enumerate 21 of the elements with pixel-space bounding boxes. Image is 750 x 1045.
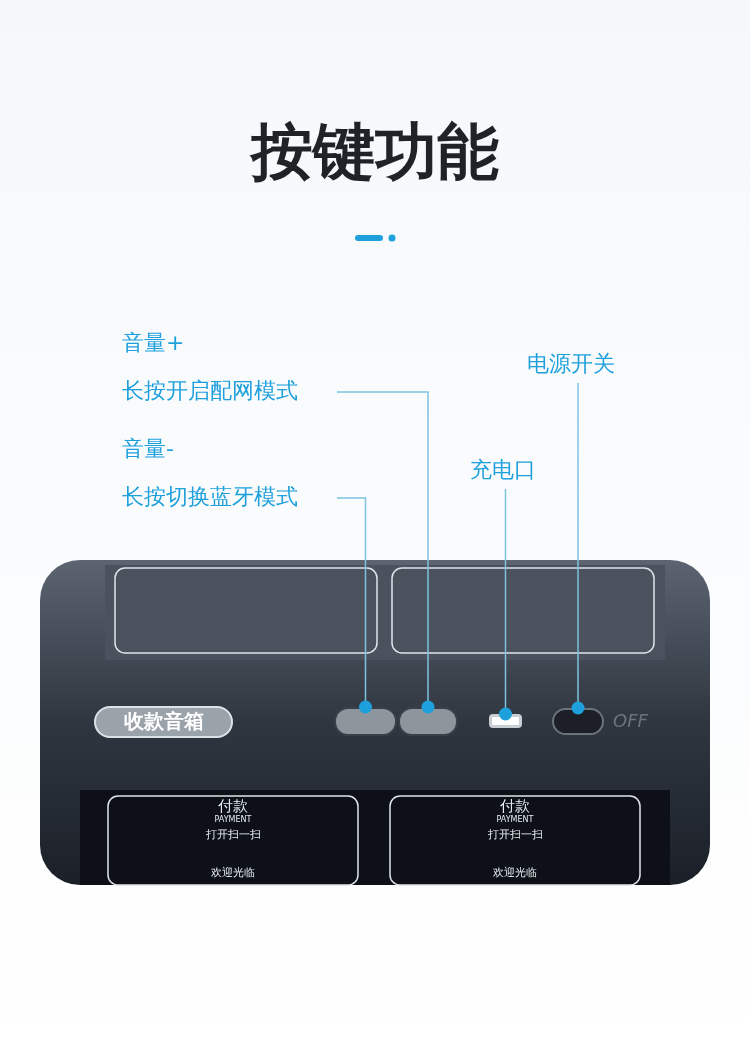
device-label: 收款音箱 bbox=[122, 709, 205, 733]
payment-heading: 付款 bbox=[499, 797, 531, 815]
payment-heading: 付款 bbox=[217, 797, 249, 815]
leader-line bbox=[336, 497, 372, 714]
callout-text: 长按切换蓝牙模式 bbox=[122, 483, 298, 511]
welcome-text: 欢迎光临 bbox=[492, 866, 538, 880]
leader-line bbox=[499, 488, 512, 721]
title: 按键功能 bbox=[248, 114, 500, 190]
callout-text: 音量+ bbox=[122, 329, 185, 357]
callout-text: 充电口 bbox=[470, 456, 536, 484]
callout-text: 长按开启配网模式 bbox=[122, 377, 298, 405]
callout-text: 电源开关 bbox=[527, 350, 615, 378]
leader-line bbox=[571, 382, 585, 715]
switch-state-text: OFF bbox=[612, 710, 649, 732]
callout-text: 音量- bbox=[122, 435, 174, 463]
payment-subheading: PAYMENT bbox=[213, 815, 253, 825]
leader-line bbox=[336, 391, 435, 714]
scan-instruction: 打开扫一扫 bbox=[486, 828, 544, 842]
scan-instruction: 打开扫一扫 bbox=[204, 828, 262, 842]
payment-subheading: PAYMENT bbox=[495, 815, 535, 825]
welcome-text: 欢迎光临 bbox=[210, 866, 256, 880]
